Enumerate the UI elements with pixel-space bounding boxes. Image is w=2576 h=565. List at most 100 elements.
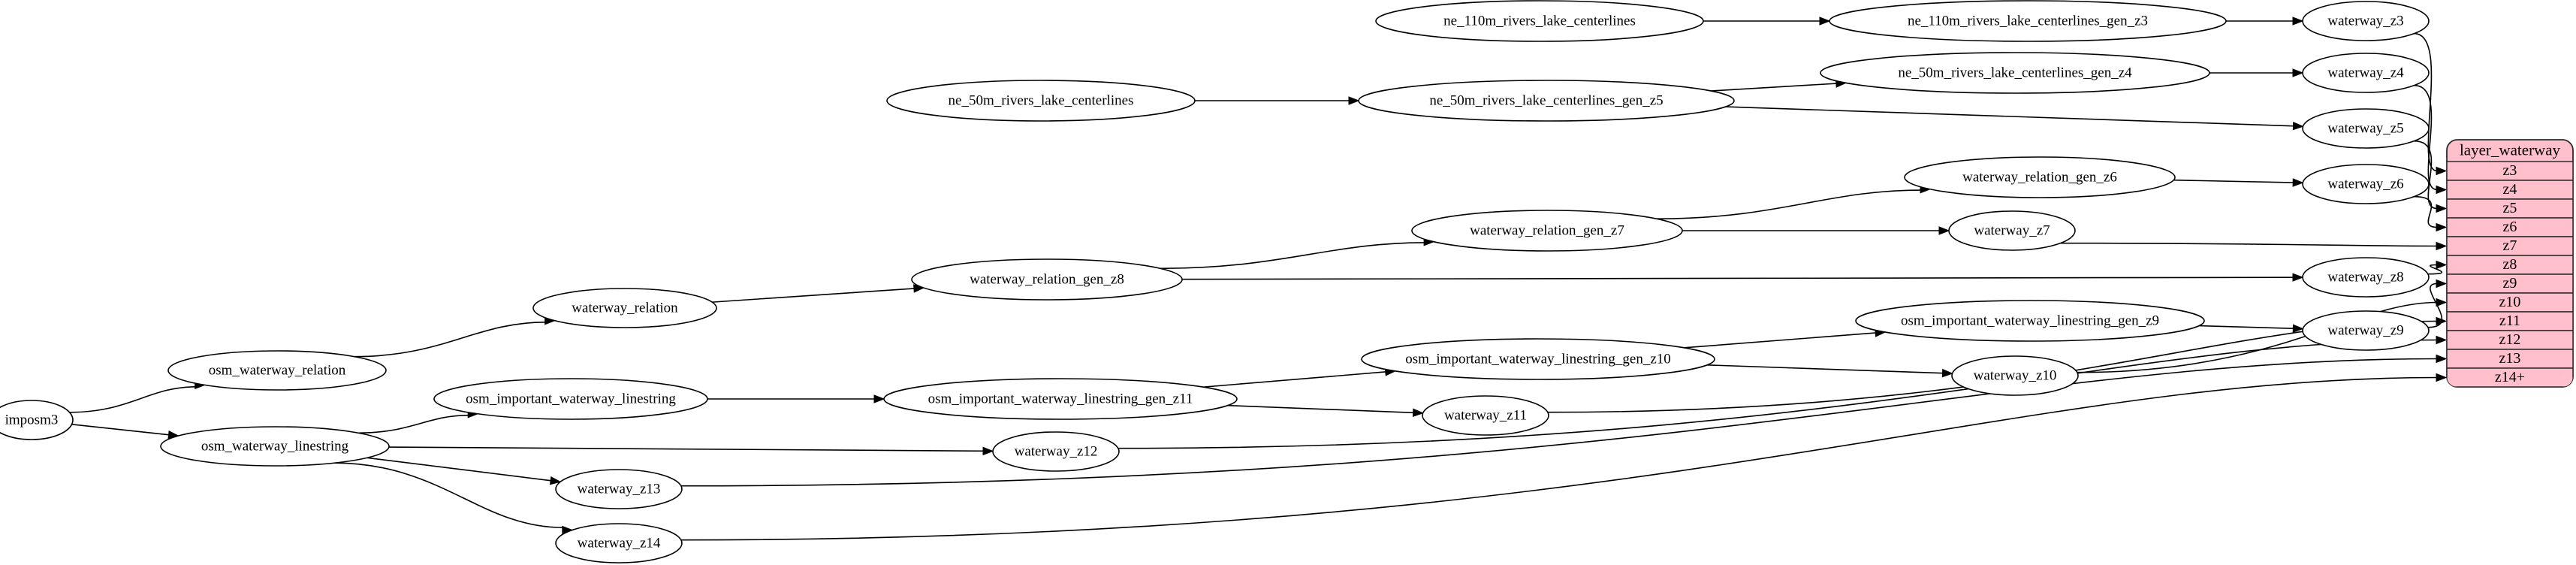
table-row-label-z6: z6	[2503, 219, 2517, 235]
node-ellipse-osm_waterway_relation[interactable]	[167, 350, 387, 391]
graph-node-osm_waterway_relation[interactable]: osm_waterway_relation	[167, 350, 387, 391]
table-row-z9[interactable]	[2447, 273, 2573, 294]
node-ellipse-waterway_relation[interactable]	[532, 288, 717, 328]
node-ellipse-waterway_z11[interactable]	[1422, 395, 1549, 436]
graph-node-ne_50m_rivers_lake_centerlines[interactable]: ne_50m_rivers_lake_centerlines	[886, 80, 1196, 122]
edge-arrowhead	[873, 394, 885, 403]
graph-node-waterway_z10[interactable]: waterway_z10	[1951, 355, 2079, 396]
node-ellipse-ne_50m_rivers_lake_centerlines_gen_z4[interactable]	[1820, 52, 2210, 94]
node-label-osm_waterway_relation: osm_waterway_relation	[209, 362, 346, 378]
node-label-waterway_z8: waterway_z8	[2327, 269, 2403, 285]
graph-node-ne_50m_rivers_lake_centerlines_gen_z4[interactable]: ne_50m_rivers_lake_centerlines_gen_z4	[1820, 52, 2210, 94]
edge-line-to-z4	[2414, 84, 2438, 191]
node-ellipse-waterway_z5[interactable]	[2302, 108, 2430, 149]
graph-node-waterway_relation_gen_z7[interactable]: waterway_relation_gen_z7	[1411, 210, 1683, 252]
edge-line	[1684, 332, 1877, 349]
graph-node-waterway_z4[interactable]: waterway_z4	[2302, 53, 2430, 93]
edge-line-to-z6	[2414, 195, 2438, 228]
table-row-z3[interactable]	[2447, 161, 2573, 181]
table-row-z11[interactable]	[2447, 311, 2573, 331]
graph-node-osm_waterway_linestring[interactable]: osm_waterway_linestring	[160, 426, 390, 467]
node-ellipse-waterway_z14[interactable]	[555, 523, 683, 563]
edge-arrowhead	[1941, 368, 1953, 378]
node-label-waterway_z14: waterway_z14	[578, 535, 661, 551]
graph-edge	[1682, 226, 1950, 235]
node-ellipse-waterway_relation_gen_z7[interactable]	[1411, 210, 1683, 252]
edge-line	[1160, 242, 1425, 270]
node-ellipse-waterway_z12[interactable]	[992, 431, 1120, 472]
graph-node-waterway_relation[interactable]: waterway_relation	[532, 288, 717, 328]
graph-node-osm_important_waterway_linestring[interactable]: osm_important_waterway_linestring	[433, 378, 708, 420]
table-row-z10[interactable]	[2447, 292, 2573, 313]
edge-arrowhead	[2436, 204, 2448, 213]
graph-node-waterway_z12[interactable]: waterway_z12	[992, 431, 1120, 472]
graph-node-waterway_z8[interactable]: waterway_z8	[2302, 257, 2430, 298]
graph-node-waterway_z9[interactable]: waterway_z9	[2302, 310, 2430, 351]
graph-node-waterway_relation_gen_z8[interactable]: waterway_relation_gen_z8	[911, 258, 1183, 301]
table-row-z8[interactable]	[2447, 255, 2573, 275]
edge-layer	[69, 17, 2448, 541]
edge-line	[1181, 276, 2294, 280]
graph-node-waterway_z11[interactable]: waterway_z11	[1422, 395, 1549, 436]
graph-node-ne_110m_rivers_lake_centerlines_gen_z3[interactable]: ne_110m_rivers_lake_centerlines_gen_z3	[1829, 0, 2227, 42]
graph-node-ne_50m_rivers_lake_centerlines_gen_z5[interactable]: ne_50m_rivers_lake_centerlines_gen_z5	[1358, 80, 1735, 122]
graph-edge	[707, 394, 885, 403]
node-ellipse-waterway_z8[interactable]	[2302, 257, 2430, 298]
node-ellipse-waterway_relation_gen_z6[interactable]	[1904, 156, 2176, 198]
node-ellipse-ne_110m_rivers_lake_centerlines[interactable]	[1375, 0, 1704, 42]
node-ellipse-osm_important_waterway_linestring_gen_z11[interactable]	[883, 378, 1238, 420]
node-ellipse-waterway_z7[interactable]	[1948, 210, 2076, 251]
graph-node-osm_important_waterway_linestring_gen_z10[interactable]: osm_important_waterway_linestring_gen_z1…	[1361, 338, 1715, 380]
edge-line	[69, 386, 196, 413]
graph-edge	[333, 462, 574, 535]
graph-node-waterway_z7[interactable]: waterway_z7	[1948, 210, 2076, 251]
node-ellipse-waterway_z3[interactable]	[2302, 1, 2430, 41]
node-ellipse-waterway_z10[interactable]	[1951, 355, 2079, 396]
graph-node-waterway_relation_gen_z6[interactable]: waterway_relation_gen_z6	[1904, 156, 2176, 198]
edge-arrowhead	[982, 446, 994, 456]
edge-arrowhead	[2436, 298, 2448, 307]
node-ellipse-osm_important_waterway_linestring_gen_z10[interactable]	[1361, 338, 1715, 380]
edge-line	[366, 457, 552, 482]
edge-line-to-z14+	[680, 376, 2438, 541]
graph-node-waterway_z13[interactable]: waterway_z13	[555, 469, 683, 509]
node-ellipse-ne_50m_rivers_lake_centerlines_gen_z5[interactable]	[1358, 80, 1735, 122]
node-ellipse-waterway_z6[interactable]	[2302, 164, 2430, 204]
graph-node-imposm3[interactable]: imposm3	[0, 400, 74, 440]
table-row-z14+[interactable]	[2447, 367, 2573, 387]
graph-edge	[1195, 96, 1360, 105]
graph-node-waterway_z5[interactable]: waterway_z5	[2302, 108, 2430, 149]
node-ellipse-waterway_z9[interactable]	[2302, 310, 2430, 351]
graph-node-waterway_z3[interactable]: waterway_z3	[2302, 1, 2430, 41]
node-ellipse-osm_important_waterway_linestring_gen_z9[interactable]	[1855, 300, 2205, 342]
graph-edge	[388, 446, 994, 456]
graph-edge-to-table-z14+	[680, 373, 2448, 541]
node-ellipse-waterway_relation_gen_z8[interactable]	[911, 258, 1183, 301]
table-row-label-z5: z5	[2503, 200, 2517, 216]
node-label-ne_110m_rivers_lake_centerlines_gen_z3: ne_110m_rivers_lake_centerlines_gen_z3	[1908, 13, 2148, 29]
table-row-label-z8: z8	[2503, 256, 2517, 273]
node-ellipse-ne_110m_rivers_lake_centerlines_gen_z3[interactable]	[1829, 0, 2227, 42]
graph-edge	[2199, 324, 2304, 333]
graph-edge	[1656, 185, 1932, 220]
graph-node-osm_important_waterway_linestring_gen_z9[interactable]: osm_important_waterway_linestring_gen_z9	[1855, 300, 2205, 342]
node-ellipse-waterway_z13[interactable]	[555, 469, 683, 509]
edge-line-to-z10	[2077, 301, 2438, 373]
node-ellipse-osm_important_waterway_linestring[interactable]	[433, 378, 708, 420]
graph-edge	[1203, 367, 1397, 388]
graph-node-waterway_z6[interactable]: waterway_z6	[2302, 164, 2430, 204]
node-ellipse-ne_50m_rivers_lake_centerlines[interactable]	[886, 80, 1196, 122]
node-label-osm_important_waterway_linestring_gen_z9: osm_important_waterway_linestring_gen_z9	[1901, 313, 2159, 328]
graph-node-waterway_z14[interactable]: waterway_z14	[555, 523, 683, 563]
graph-edge	[2173, 178, 2304, 187]
table-row-label-z7: z7	[2503, 237, 2517, 254]
graph-node-osm_important_waterway_linestring_gen_z11[interactable]: osm_important_waterway_linestring_gen_z1…	[883, 378, 1238, 420]
graph-edge-to-table-z7	[2060, 241, 2448, 251]
node-ellipse-waterway_z4[interactable]	[2302, 53, 2430, 93]
edge-arrowhead	[2292, 324, 2304, 333]
node-ellipse-imposm3[interactable]	[0, 400, 74, 440]
node-ellipse-osm_waterway_linestring[interactable]	[160, 426, 390, 467]
graph-node-ne_110m_rivers_lake_centerlines[interactable]: ne_110m_rivers_lake_centerlines	[1375, 0, 1704, 42]
edge-line	[71, 423, 170, 436]
